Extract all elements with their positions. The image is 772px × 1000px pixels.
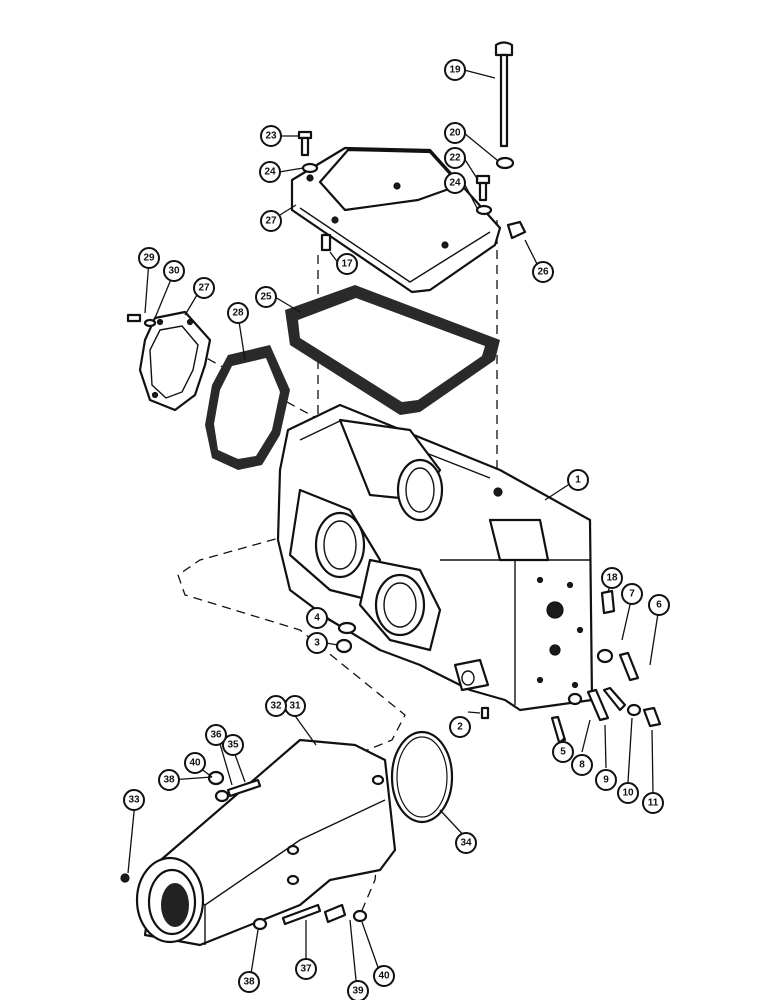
svg-text:3: 3 (314, 638, 320, 649)
callout-3: 3 (306, 632, 328, 654)
svg-text:23: 23 (265, 131, 277, 142)
svg-text:30: 30 (168, 266, 180, 277)
svg-text:37: 37 (300, 964, 312, 975)
callout-2: 2 (449, 716, 471, 738)
callout-20: 20 (444, 122, 466, 144)
cover-hardware (297, 130, 493, 216)
svg-text:26: 26 (537, 267, 549, 278)
svg-text:22: 22 (449, 153, 461, 164)
dipstick-assembly (494, 41, 515, 170)
svg-text:19: 19 (449, 65, 461, 76)
callout-7: 7 (621, 583, 643, 605)
callout-34: 34 (455, 832, 477, 854)
svg-text:31: 31 (289, 701, 301, 712)
svg-text:27: 27 (198, 283, 210, 294)
svg-text:38: 38 (163, 775, 175, 786)
callout-27b: 27 (193, 277, 215, 299)
callout-27a: 27 (260, 210, 282, 232)
callout-18: 18 (601, 567, 623, 589)
svg-text:34: 34 (460, 838, 472, 849)
top-gasket (285, 285, 500, 415)
callout-35: 35 (222, 734, 244, 756)
callout-40a: 40 (184, 752, 206, 774)
callout-5: 5 (552, 741, 574, 763)
svg-text:2: 2 (457, 722, 463, 733)
svg-text:20: 20 (449, 128, 461, 139)
svg-text:40: 40 (189, 758, 201, 769)
svg-text:1: 1 (575, 475, 581, 486)
svg-text:32: 32 (270, 701, 282, 712)
svg-text:11: 11 (648, 798, 659, 809)
callout-1: 1 (567, 469, 589, 491)
callout-24b: 24 (444, 172, 466, 194)
side-gasket (205, 345, 290, 470)
callout-28: 28 (227, 302, 249, 324)
svg-text:10: 10 (622, 788, 634, 799)
housing-small-parts (335, 589, 662, 744)
svg-text:6: 6 (656, 600, 662, 611)
callout-22: 22 (444, 147, 466, 169)
svg-text:33: 33 (128, 795, 140, 806)
svg-text:35: 35 (227, 740, 239, 751)
callout-17: 17 (336, 253, 358, 275)
callout-19: 19 (444, 59, 466, 81)
callout-25: 25 (255, 286, 277, 308)
svg-text:28: 28 (232, 308, 244, 319)
callout-32: 32 (265, 695, 287, 717)
callout-30: 30 (163, 260, 185, 282)
callout-9: 9 (595, 769, 617, 791)
svg-text:7: 7 (629, 589, 635, 600)
svg-text:4: 4 (314, 613, 320, 624)
callout-23: 23 (260, 125, 282, 147)
o-ring (390, 730, 454, 824)
callout-29: 29 (138, 247, 160, 269)
leader-lines (127, 69, 660, 991)
svg-text:25: 25 (260, 292, 272, 303)
main-housing (276, 403, 594, 712)
side-cover (126, 310, 212, 412)
callout-4: 4 (306, 607, 328, 629)
callout-8: 8 (571, 754, 593, 776)
svg-text:27: 27 (265, 216, 277, 227)
svg-text:24: 24 (449, 178, 461, 189)
svg-text:9: 9 (603, 775, 609, 786)
svg-text:8: 8 (579, 760, 585, 771)
callout-37: 37 (295, 958, 317, 980)
svg-text:40: 40 (378, 971, 390, 982)
top-cover (290, 146, 527, 294)
callout-38b: 38 (238, 971, 260, 993)
svg-text:38: 38 (243, 977, 255, 988)
callout-26: 26 (532, 261, 554, 283)
svg-text:24: 24 (264, 167, 276, 178)
svg-text:5: 5 (560, 747, 566, 758)
callout-38a: 38 (158, 769, 180, 791)
svg-text:39: 39 (352, 986, 364, 997)
callout-24a: 24 (259, 161, 281, 183)
svg-text:17: 17 (341, 259, 353, 270)
callout-36: 36 (205, 724, 227, 746)
callout-39: 39 (347, 980, 369, 1000)
callout-33: 33 (123, 789, 145, 811)
callout-10: 10 (617, 782, 639, 804)
svg-text:29: 29 (143, 253, 155, 264)
callout-31: 31 (284, 695, 306, 717)
svg-text:36: 36 (210, 730, 222, 741)
callout-6: 6 (648, 594, 670, 616)
callout-11: 11 (642, 792, 664, 814)
callout-40b: 40 (373, 965, 395, 987)
extension-housing (120, 738, 397, 947)
callouts: 1 2 3 4 5 6 7 8 9 10 11 17 18 19 20 22 2… (123, 59, 670, 1000)
svg-text:18: 18 (606, 573, 618, 584)
